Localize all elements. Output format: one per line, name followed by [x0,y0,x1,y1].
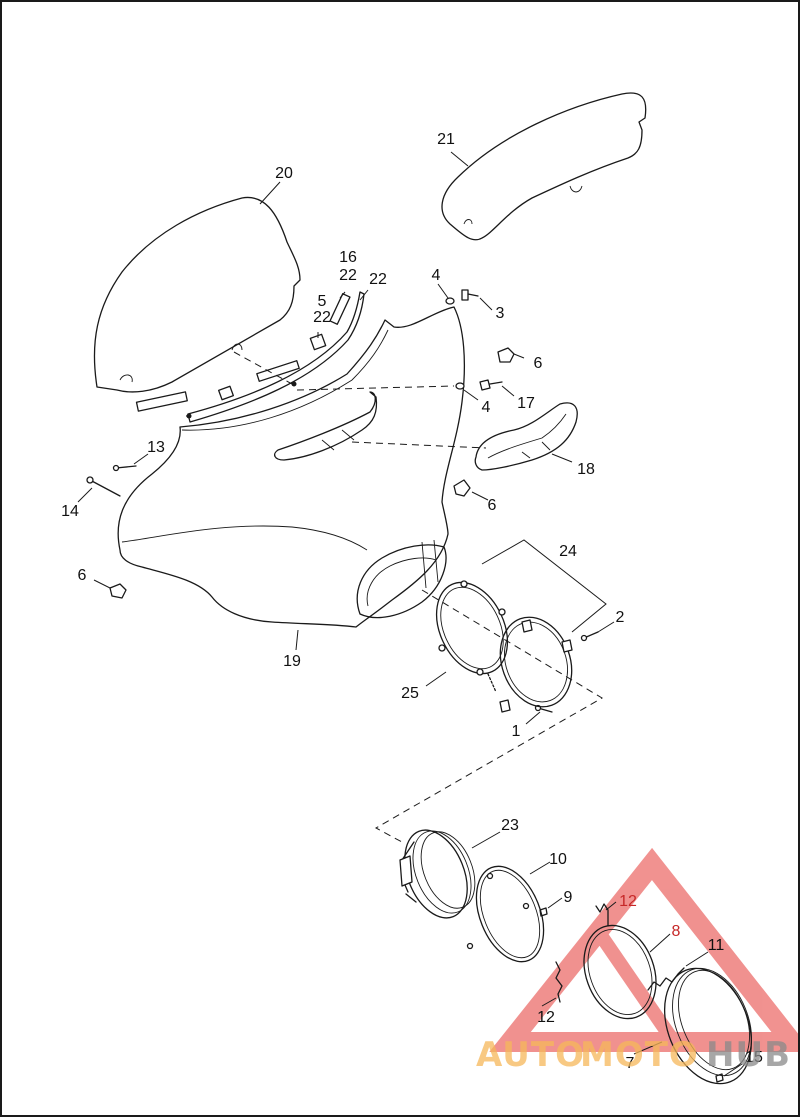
group-bracket-24 [481,539,607,633]
callout-16: 16 [339,249,357,266]
callout-19: 19 [283,653,301,670]
callout-18: 18 [577,461,595,478]
callout-12-lower: 12 [537,1009,555,1026]
callout-21: 21 [437,131,455,148]
part-springs [555,903,685,1003]
alignment-lines [186,351,603,843]
callout-25: 25 [401,685,419,702]
part-19-fairing [117,306,466,628]
watermark-logo [489,847,798,1052]
part-24-bracket [487,616,573,713]
callout-24: 24 [559,543,577,560]
part-18-vent [474,402,578,471]
part-20-windshield-lower [93,196,301,393]
callout-22-c: 22 [313,309,331,326]
callout-6-left: 6 [78,567,87,584]
callout-7: 7 [626,1055,635,1072]
callout-6-upper: 6 [534,355,543,372]
callout-10: 10 [549,851,567,868]
callout-22-a: 22 [339,267,357,284]
callout-1: 1 [512,723,521,740]
watermark-text-auto: AUTO [476,1035,585,1075]
callout-2: 2 [616,609,625,626]
callout-13: 13 [147,439,165,456]
watermark-text-hub: HUB [706,1035,791,1075]
callout-8: 8 [672,923,681,940]
part-23-headlamp [399,829,476,919]
callout-11: 11 [708,937,725,954]
part-7-outer-bezel [663,967,753,1085]
callout-15: 15 [745,1049,763,1066]
watermark-wordmark: AUTO MOTO HUB [476,1035,791,1075]
callout-20: 20 [275,165,293,182]
watermark-triangle-icon [489,847,798,1052]
callout-4-upper: 4 [432,267,441,284]
callout-9: 9 [564,889,573,906]
fasteners [86,289,724,1083]
watermark-triangle-inner-icon [596,933,680,1046]
part-10-trim-ring [466,865,545,963]
callout-23: 23 [501,817,519,834]
part-25-mounting-ring [435,580,509,676]
callout-12-upper: 12 [619,893,637,910]
leader-lines [77,151,743,1077]
part-windshield-trim [186,291,365,423]
callout-labels: 21 20 16 22 22 5 22 4 3 6 17 4 18 13 14 … [61,131,763,1072]
callout-17: 17 [517,395,535,412]
callout-4-lower: 4 [482,399,491,416]
part-21-windshield-upper [441,92,647,241]
watermark-text-moto: MOTO [580,1035,699,1075]
part-8-seal-ring [583,924,657,1020]
callout-5: 5 [318,293,327,310]
callout-14: 14 [61,503,79,520]
callout-3: 3 [496,305,505,322]
callout-6-middle: 6 [488,497,497,514]
part-22-trim-strips [135,293,351,412]
callout-22-b: 22 [369,271,387,288]
